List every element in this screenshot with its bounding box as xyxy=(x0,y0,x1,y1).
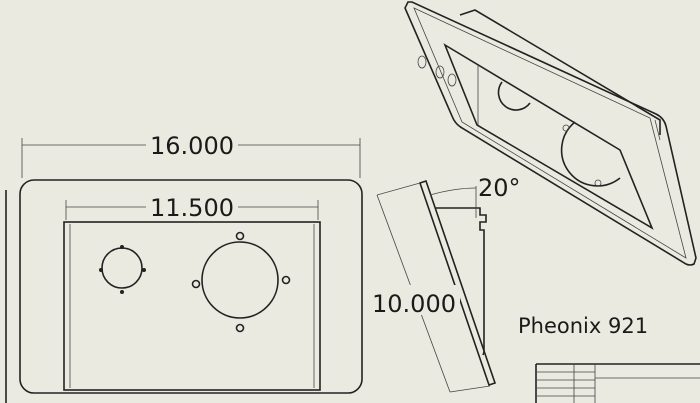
large-connector-hole xyxy=(191,231,291,333)
isometric-view xyxy=(404,1,697,266)
drawing-label: Pheonix 921 xyxy=(518,314,648,338)
side-view: 10.000 20° xyxy=(368,174,521,393)
title-block xyxy=(535,363,700,403)
front-view: 16.000 11.500 xyxy=(19,132,363,394)
width-dimension: 16.000 xyxy=(21,132,361,178)
small-connector-hole xyxy=(99,245,146,294)
height-dimension-text: 10.000 xyxy=(372,290,456,318)
width-dimension-text: 16.000 xyxy=(150,132,234,160)
faceplate-outline xyxy=(19,179,363,394)
side-plate xyxy=(418,179,497,387)
inner-panel xyxy=(63,221,321,391)
inner-width-dimension-text: 11.500 xyxy=(150,194,234,222)
angle-dimension-text: 20° xyxy=(478,174,521,202)
inner-width-dimension: 11.500 xyxy=(65,194,319,222)
